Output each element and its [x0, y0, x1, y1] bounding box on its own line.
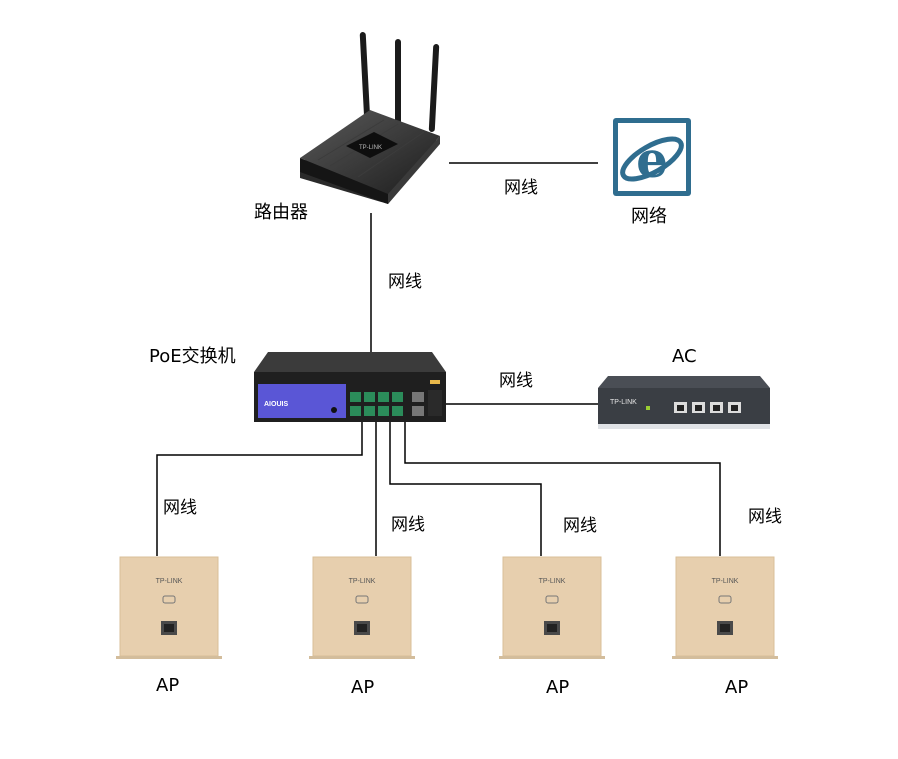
- cable-label-ap3: 网线: [563, 516, 597, 536]
- svg-text:TP-LINK: TP-LINK: [349, 578, 376, 585]
- ap-device-3: TP-LINK: [499, 556, 605, 659]
- ap-label-2: AP: [351, 677, 375, 698]
- ac-brand-text: TP-LINK: [610, 399, 637, 406]
- ap-device-1: TP-LINK: [116, 556, 222, 659]
- ac-label: AC: [672, 346, 697, 367]
- switch-ap3-cable: [389, 422, 542, 556]
- router-image: TP-LINK: [300, 32, 440, 204]
- svg-text:TP-LINK: TP-LINK: [539, 578, 566, 585]
- cable-label-router-switch: 网线: [388, 272, 422, 292]
- svg-text:TP-LINK: TP-LINK: [156, 578, 183, 585]
- switch-brand-text: AIOUIS: [264, 401, 288, 408]
- ap-device-4: TP-LINK: [672, 556, 778, 659]
- internet-label: 网络: [631, 206, 667, 227]
- svg-text:e: e: [636, 130, 668, 189]
- ap-label-4: AP: [725, 677, 749, 698]
- ap-label-3: AP: [546, 677, 570, 698]
- ac-controller-image: TP-LINK: [598, 376, 770, 429]
- router-label: 路由器: [254, 202, 308, 223]
- cable-label-router-internet: 网线: [504, 178, 538, 198]
- ap-device-2: TP-LINK: [309, 556, 415, 659]
- cable-label-switch-ac: 网线: [499, 371, 533, 391]
- svg-text:TP-LINK: TP-LINK: [712, 578, 739, 585]
- cable-label-ap1: 网线: [163, 498, 197, 518]
- ap-label-1: AP: [156, 675, 180, 696]
- cable-label-ap4: 网线: [748, 507, 782, 527]
- poe-switch-label: PoE交换机: [149, 346, 236, 367]
- cable-label-ap2: 网线: [391, 515, 425, 535]
- switch-ap1-cable: [156, 422, 363, 556]
- poe-switch-image: AIOUIS: [254, 352, 446, 422]
- internet-explorer-icon: e: [613, 118, 691, 196]
- svg-text:TP-LINK: TP-LINK: [359, 145, 382, 151]
- switch-ap4-cable: [404, 422, 721, 556]
